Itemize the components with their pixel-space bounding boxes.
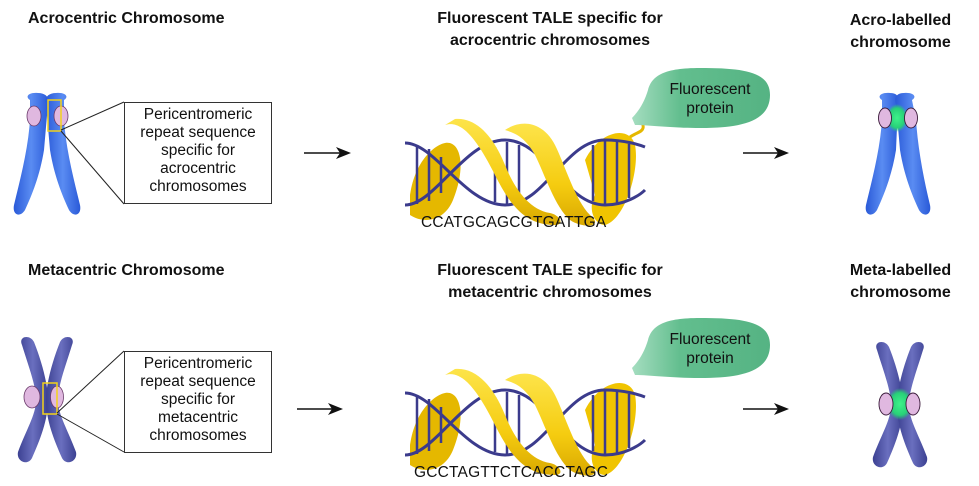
acrocentric-chromosome: [13, 92, 125, 215]
protein-label-line: Fluorescent: [669, 81, 751, 98]
heading-line: chromosome: [850, 34, 951, 51]
callout-line-bottom: [60, 130, 125, 205]
heading-line: acrocentric chromosomes: [449, 32, 651, 49]
tale-dna-complex-meta: [404, 368, 647, 476]
protein-label-line: Fluorescent: [669, 331, 751, 348]
heading-line: Fluorescent TALE specific for: [437, 10, 663, 27]
acro-labelled-heading: Acro-labelled chromosome: [838, 10, 963, 54]
metacentric-heading: Metacentric Chromosome: [28, 262, 225, 279]
protein-label-line: protein: [686, 100, 734, 117]
acro-tale-heading: Fluorescent TALE specific for acrocentri…: [405, 8, 695, 52]
acro-protein-label: Fluorescent protein: [660, 80, 760, 118]
callout-line: chromosomes: [149, 178, 247, 195]
heading-line: Fluorescent TALE specific for: [437, 262, 663, 279]
callout-line-top: [60, 101, 125, 131]
callout-line: specific for: [160, 391, 236, 408]
protein-label-line: protein: [686, 350, 734, 367]
acrocentric-heading: Acrocentric Chromosome: [28, 10, 225, 27]
callout-line: acrocentric: [160, 160, 236, 177]
heading-line: chromosome: [850, 284, 951, 301]
arrow-icon: [743, 147, 789, 159]
centromere-left: [26, 105, 42, 127]
acro-repeat-callout: Pericentromeric repeat sequence specific…: [124, 102, 272, 204]
meta-labelled-chromosome: [872, 341, 928, 468]
meta-repeat-callout: Pericentromeric repeat sequence specific…: [124, 351, 272, 453]
meta-tale-heading: Fluorescent TALE specific for metacentri…: [405, 260, 695, 304]
callout-line: metacentric: [157, 409, 239, 426]
callout-line: repeat sequence: [140, 124, 256, 141]
heading-line: Acro-labelled: [849, 12, 952, 29]
arrow-icon: [297, 403, 343, 415]
callout-line: Pericentromeric: [143, 355, 253, 372]
acro-labelled-chromosome: [865, 92, 931, 215]
callout-line: specific for: [160, 142, 236, 159]
heading-line: metacentric chromosomes: [448, 284, 652, 301]
acro-dna-sequence: CCATGCAGCGTGATTGA: [421, 214, 607, 231]
arrow-icon: [304, 147, 351, 159]
tale-dna-complex-acro: [404, 112, 647, 226]
repeat-highlight-box: [47, 99, 62, 132]
arrow-icon: [743, 403, 789, 415]
meta-labelled-heading: Meta-labelled chromosome: [838, 260, 963, 304]
heading-line: Meta-labelled: [849, 262, 952, 279]
metacentric-chromosome: [17, 336, 125, 463]
callout-line: Pericentromeric: [143, 106, 253, 123]
fluorescent-protein-shape-acro: [632, 68, 770, 128]
meta-protein-label: Fluorescent protein: [660, 330, 760, 368]
fluorescent-protein-shape-meta: [632, 318, 770, 378]
meta-dna-sequence: GCCTAGTTCTCACCTAGC: [414, 464, 609, 481]
callout-line: repeat sequence: [140, 373, 256, 390]
callout-line: chromosomes: [149, 427, 247, 444]
